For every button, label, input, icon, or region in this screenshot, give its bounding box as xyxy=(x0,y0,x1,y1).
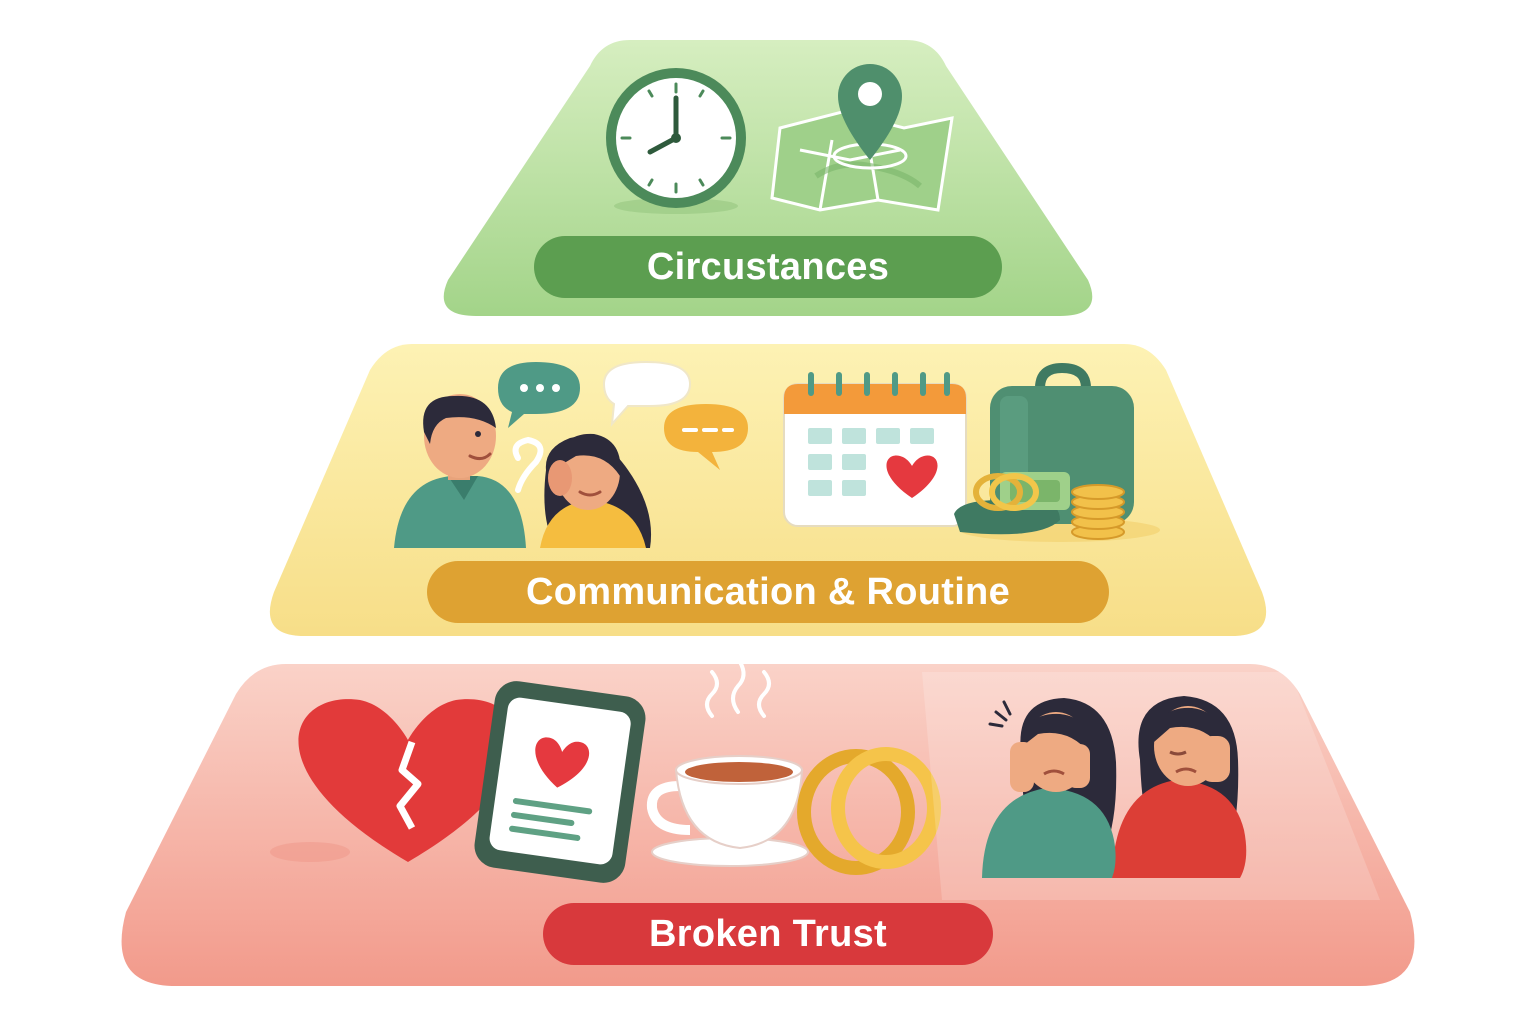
broken-heart-icon xyxy=(270,699,518,862)
tier-label-broken-trust: Broken Trust xyxy=(543,903,993,965)
speech-bubble-icon xyxy=(498,360,748,470)
upset-couple-icon xyxy=(922,672,1380,900)
suitcase-money-icon xyxy=(954,362,1160,542)
phone-heart-icon xyxy=(474,681,646,883)
couple-talking-icon xyxy=(394,394,652,548)
map-pin-icon xyxy=(770,64,954,212)
coffee-cup-icon xyxy=(646,660,809,867)
calendar-heart-icon xyxy=(783,372,967,527)
tier-label-circumstances: Circustances xyxy=(534,236,1002,298)
tier-label-communication-routine: Communication & Routine xyxy=(427,561,1109,623)
wedding-rings-icon xyxy=(797,747,941,875)
clock-icon xyxy=(606,68,746,214)
